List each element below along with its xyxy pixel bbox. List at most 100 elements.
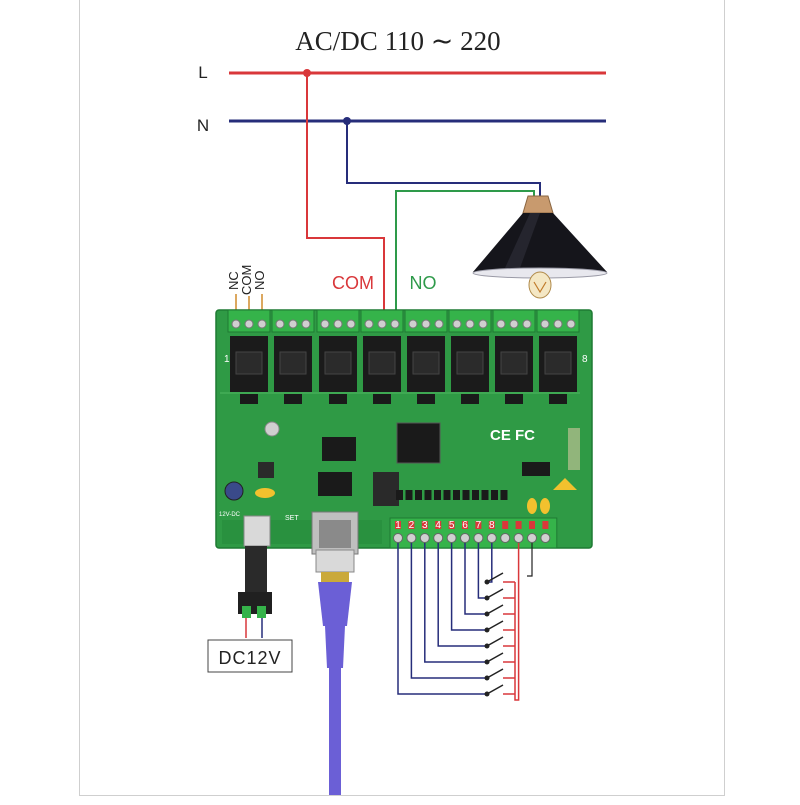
indicator-leds (396, 490, 508, 500)
terminal-screw (244, 319, 254, 329)
relay-label-plate (412, 351, 440, 375)
input-terminal-screw (419, 533, 430, 543)
ce-fc-mark: CE FC (490, 427, 535, 444)
input-wire (450, 543, 487, 631)
input-wire (477, 543, 487, 599)
terminal-screw (301, 319, 311, 329)
input-terminal-housing (389, 517, 558, 549)
input-terminal-screw (473, 533, 484, 543)
switch-lever (486, 684, 504, 695)
terminal-screw (231, 319, 241, 329)
input-terminal-marker (435, 521, 442, 529)
input-number: 8 (489, 520, 495, 531)
input-terminal-screw (527, 533, 537, 543)
input-number: 3 (422, 520, 428, 531)
terminal-screw (421, 319, 431, 329)
input-wire (424, 543, 487, 663)
dc-mark: 12V-DC (219, 512, 241, 518)
relay-label-plate (500, 351, 528, 375)
indicator-led (434, 490, 441, 500)
ground-link-wire (527, 543, 533, 577)
terminal-screw (478, 319, 488, 329)
input-terminal-screw (460, 533, 470, 543)
no-to-lamp-wire (395, 190, 535, 318)
input-number: 6 (462, 520, 468, 531)
input-terminal-marker (529, 521, 535, 529)
input-terminal-screw (406, 533, 417, 543)
nc-terminal-label: NC (226, 271, 241, 290)
supply-title: AC/DC 110 ∼ 220 (295, 26, 500, 56)
input-terminal-marker (421, 521, 428, 529)
input-terminal-marker (408, 521, 415, 529)
relay-driver (549, 394, 567, 404)
switch-lever (486, 668, 504, 679)
terminal-screw (434, 319, 444, 329)
relay-label-plate (324, 351, 352, 375)
input-terminal-marker (448, 521, 455, 529)
pendant-lamp (472, 195, 608, 299)
indicator-led (453, 490, 460, 500)
relay-label-plate (544, 351, 572, 375)
board-components: CE FC SET 12V-DC (219, 421, 580, 522)
input-terminal-marker (395, 521, 401, 529)
indicator-led (472, 490, 479, 500)
yellow-capacitor (540, 498, 550, 514)
relay-driver (505, 394, 523, 404)
yellow-capacitor (527, 498, 537, 514)
electrolytic-capacitor (224, 481, 244, 501)
capacitor (264, 421, 280, 437)
input-terminal-screw (393, 533, 403, 543)
terminal-screw (346, 319, 356, 329)
live-line-label: L (198, 63, 207, 82)
small-chip (522, 462, 550, 476)
input-wire (437, 543, 487, 647)
input-terminal-marker (515, 521, 522, 529)
live-to-com-wire (306, 73, 385, 318)
terminal-screw (288, 319, 298, 329)
ethernet-port (311, 511, 359, 555)
network-chip (318, 472, 352, 496)
input-terminal-marker (475, 521, 482, 529)
input-number: 7 (476, 520, 482, 531)
input-terminal-marker (462, 521, 468, 529)
relay-label-plate (456, 351, 484, 375)
input-terminal-marker (502, 521, 509, 529)
dc-power-connector (238, 515, 272, 638)
header-pins (568, 428, 580, 470)
indicator-led (396, 490, 403, 500)
input-terminal-screw (446, 533, 457, 543)
indicator-led (491, 490, 498, 500)
warning-icon (553, 478, 577, 490)
indicator-led (443, 490, 451, 500)
ic-chip (322, 437, 356, 461)
relay-driver (417, 394, 435, 404)
relay-driver (329, 394, 347, 404)
input-terminal-marker (488, 521, 495, 529)
com-terminal-label: COM (239, 265, 254, 295)
power-label-box (207, 639, 293, 673)
microcontroller-chip (396, 422, 441, 464)
indicator-led (405, 490, 413, 500)
switch-lever (486, 636, 504, 647)
terminal-screw (540, 319, 550, 329)
input-number: 4 (435, 520, 441, 531)
input-terminal-screw (486, 533, 497, 543)
switch-lever (486, 588, 504, 599)
terminal-screw (522, 319, 532, 329)
relay-eight-index: 8 (582, 354, 588, 365)
indicator-led (424, 490, 432, 500)
crystal-module (373, 472, 399, 506)
relay-label-plate (235, 351, 263, 375)
fuse (255, 488, 275, 498)
terminal-screw (566, 319, 576, 329)
relay-driver (373, 394, 391, 404)
no-wire-label: NO (410, 273, 437, 293)
indicator-led (481, 490, 489, 500)
indicator-led (415, 490, 422, 500)
input-wire (487, 543, 493, 583)
terminal-screw (408, 319, 418, 329)
relay-driver (284, 394, 302, 404)
terminal-screw (390, 319, 400, 329)
relay-one-index: 1 (224, 354, 230, 365)
